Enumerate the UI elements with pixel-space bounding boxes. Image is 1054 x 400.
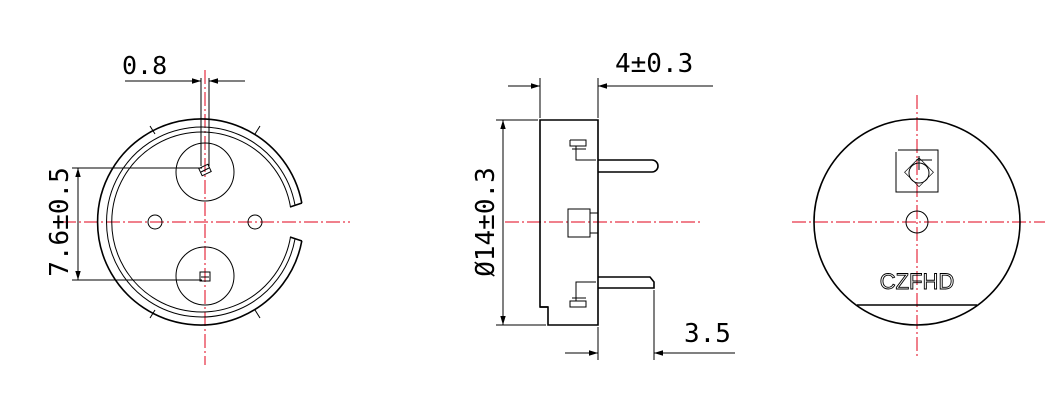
side-body xyxy=(539,119,599,326)
height-label: 4±0.3 xyxy=(615,49,693,79)
brand-text: CZFHD xyxy=(880,269,955,294)
top-housing-outline xyxy=(813,118,1021,326)
housing-outline xyxy=(96,118,303,326)
mounting-hole-right xyxy=(247,214,263,230)
pin-offset-label: 3.5 xyxy=(684,319,731,349)
diameter-label: Ø14±0.3 xyxy=(471,167,501,277)
pin-width-label: 0.8 xyxy=(122,51,167,80)
diameter-dimension: Ø14±0.3 xyxy=(471,119,546,326)
terminal-pad-bottom xyxy=(175,246,235,306)
brand-logo xyxy=(895,149,939,193)
pin-spacing-dimension: 7.6±0.5 xyxy=(45,167,202,281)
pin-width-dimension: 0.8 xyxy=(122,51,245,166)
height-dimension: 4±0.3 xyxy=(508,49,713,118)
pin-offset-dimension: 3.5 xyxy=(565,290,735,360)
sound-hole xyxy=(905,210,929,234)
pin-top xyxy=(598,159,659,173)
pin-bottom xyxy=(598,276,655,289)
pin-spacing-label: 7.6±0.5 xyxy=(45,167,75,277)
bottom-view: 0.8 7.6±0.5 xyxy=(45,51,350,365)
mounting-hole-left xyxy=(147,214,163,230)
side-view: 4±0.3 Ø14±0.3 3.5 xyxy=(471,49,735,360)
terminal-pad-top xyxy=(175,142,235,202)
top-view: CZFHD xyxy=(792,95,1045,358)
